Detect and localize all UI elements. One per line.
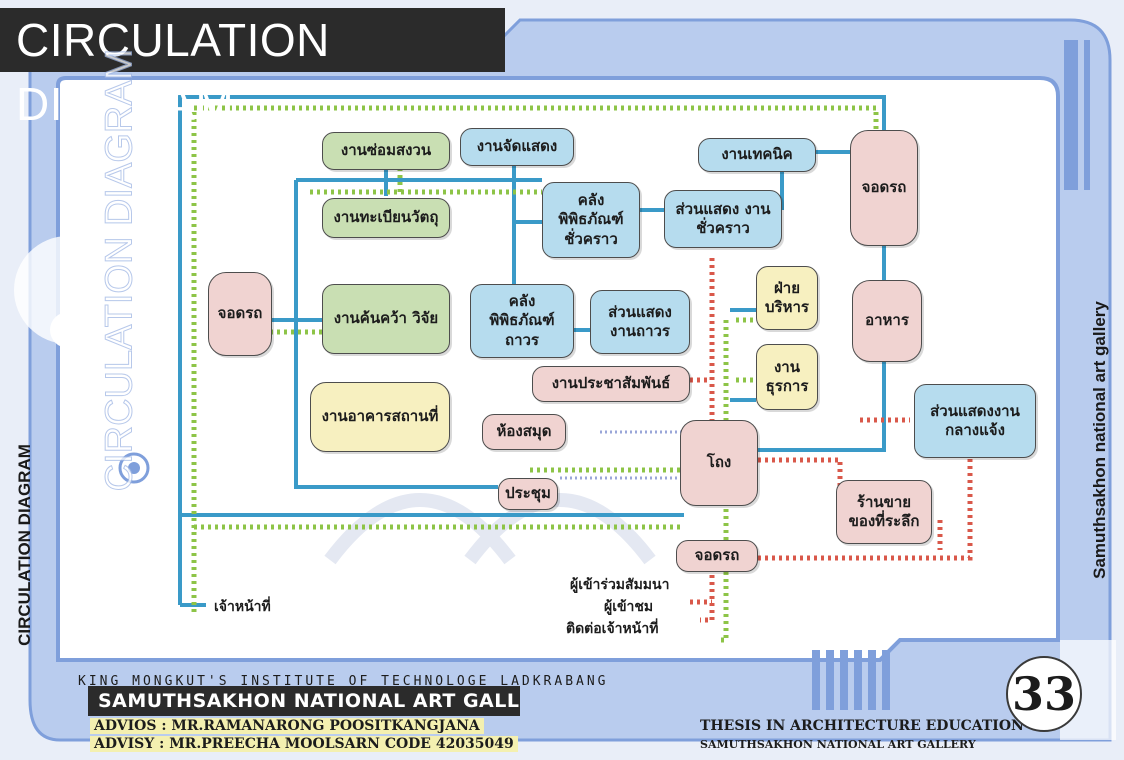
visitor-paths	[690, 258, 973, 623]
node-exhibit-work: งานจัดแสดง	[460, 128, 574, 166]
node-meeting: ประชุม	[498, 478, 558, 510]
page-number: 33	[1006, 656, 1082, 732]
thesis-line-2: SAMUTHSAKHON NATIONAL ART GALLERY	[700, 738, 976, 751]
ghost-side-title-text: CIRCULATION DIAGRAM	[98, 48, 141, 492]
node-food: อาหาร	[852, 280, 922, 362]
advisor-line-2: ADVISY : MR.PREECHA MOOLSARN CODE 420350…	[90, 736, 518, 752]
node-souvenir: ร้านขาย ของที่ระลึก	[836, 480, 932, 544]
left-side-title: CIRCULATION DIAGRAM	[8, 420, 42, 670]
node-temp-exhibit: ส่วนแสดง งานชั่วคราว	[664, 190, 782, 248]
label-staff: เจ้าหน้าที่	[214, 599, 271, 615]
node-building: งานอาคารสถานที่	[310, 382, 450, 452]
node-perm-exhibit: ส่วนแสดง งานถาวร	[590, 290, 690, 354]
right-side-title-text: Samuthsakhon national art gallery	[1090, 301, 1109, 579]
node-pr: งานประชาสัมพันธ์	[532, 366, 690, 402]
node-technical: งานเทคนิค	[698, 138, 816, 172]
library-paths	[560, 430, 684, 480]
node-research: งานค้นคว้า วิจัย	[322, 284, 450, 354]
node-temp-storage: คลัง พิพิธภัณฑ์ ชั่วคราว	[542, 182, 640, 258]
node-business: งาน ธุรการ	[756, 344, 818, 410]
gallery-title: SAMUTHSAKHON NATIONAL ART GALLERY	[88, 686, 520, 716]
advisor-line-1: ADVIOS : MR.RAMANARONG POOSITKANGJANA	[90, 718, 484, 734]
institute-name: KING MONGKUT'S INSTITUTE OF TECHNOLOGE L…	[78, 674, 609, 689]
node-admin: ฝ่าย บริหาร	[756, 266, 818, 330]
left-side-title-text: CIRCULATION DIAGRAM	[15, 444, 34, 646]
node-parking-bottom: จอดรถ	[676, 540, 758, 572]
thesis-line-1: THESIS IN ARCHITECTURE EDUCATION	[700, 718, 1024, 734]
label-visitor: ผู้เข้าชม	[604, 599, 654, 615]
label-seminar: ผู้เข้าร่วมสัมมนา	[570, 577, 670, 593]
node-register: งานทะเบียนวัตถุ	[322, 198, 450, 238]
ghost-side-title: CIRCULATION DIAGRAM	[95, 48, 145, 492]
page-title: CIRCULATION DIAGRAM	[0, 8, 505, 130]
node-repair: งานซ่อมสงวน	[322, 132, 450, 170]
right-side-title: Samuthsakhon national art gallery	[1084, 200, 1116, 680]
node-outdoor-exhibit: ส่วนแสดงงาน กลางแจ้ง	[914, 384, 1036, 458]
node-library: ห้องสมุด	[482, 414, 566, 450]
node-parking-top: จอดรถ	[850, 130, 918, 246]
node-perm-storage: คลัง พิพิธภัณฑ์ ถาวร	[470, 284, 574, 358]
label-contact-staff: ติดต่อเจ้าหน้าที่	[566, 621, 659, 637]
node-parking-left: จอดรถ	[208, 272, 272, 356]
node-hall: โถง	[680, 420, 758, 506]
